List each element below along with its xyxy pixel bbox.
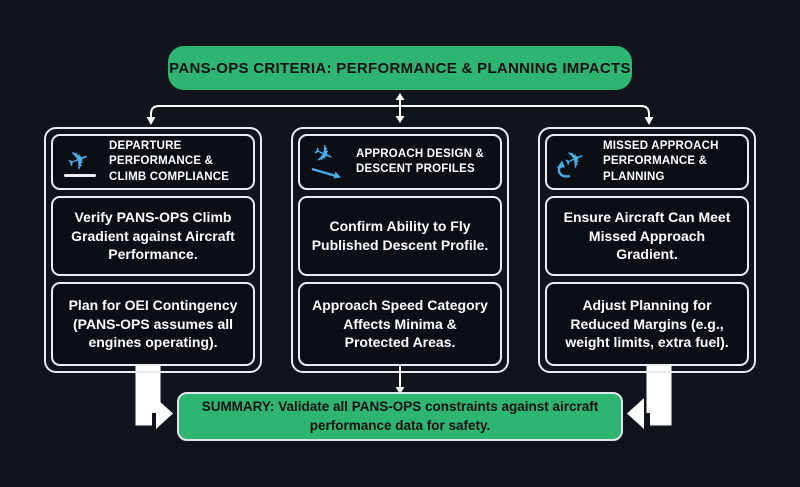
- column-title: APPROACH DESIGN & DESCENT PROFILES: [356, 147, 484, 175]
- info-box: Verify PANS-OPS Climb Gradient against A…: [51, 196, 255, 276]
- column-title: MISSED APPROACH PERFORMANCE & PLANNING: [603, 140, 719, 183]
- down-arrowhead-left-icon: [146, 117, 156, 125]
- departure-plane-icon: ✈: [60, 142, 102, 182]
- down-arrowhead-right-icon: [644, 117, 654, 125]
- column-departure: ✈ DEPARTURE PERFORMANCE & CLIMB COMPLIAN…: [44, 127, 262, 373]
- up-arrowhead-icon: [395, 93, 405, 100]
- left-block-arrowhead-icon: [156, 398, 173, 429]
- descent-plane-icon: ✈: [307, 142, 349, 182]
- column-missed-approach: ✈ MISSED APPROACH PERFORMANCE & PLANNING…: [538, 127, 756, 373]
- column-approach-header: ✈ APPROACH DESIGN & DESCENT PROFILES: [298, 134, 502, 190]
- summary-text: Validate all PANS-OPS constraints agains…: [274, 399, 599, 433]
- right-block-arrowhead-icon: [627, 398, 644, 429]
- column-title: DEPARTURE PERFORMANCE & CLIMB COMPLIANCE: [109, 140, 230, 183]
- svg-text:✈: ✈: [63, 143, 94, 179]
- svg-text:✈: ✈: [560, 143, 590, 177]
- page-title: PANS-OPS CRITERIA: PERFORMANCE & PLANNIN…: [169, 59, 631, 77]
- title-banner: PANS-OPS CRITERIA: PERFORMANCE & PLANNIN…: [168, 46, 632, 90]
- summary-label: SUMMARY:: [201, 399, 275, 415]
- summary-text-wrap: SUMMARY: Validate all PANS-OPS constrain…: [193, 398, 607, 434]
- column-missed-approach-header: ✈ MISSED APPROACH PERFORMANCE & PLANNING: [545, 134, 749, 190]
- summary-box: SUMMARY: Validate all PANS-OPS constrain…: [177, 392, 623, 441]
- info-box: Adjust Planning for Reduced Margins (e.g…: [545, 282, 749, 366]
- column-approach: ✈ APPROACH DESIGN & DESCENT PROFILES Con…: [291, 127, 509, 373]
- column-departure-header: ✈ DEPARTURE PERFORMANCE & CLIMB COMPLIAN…: [51, 134, 255, 190]
- info-box: Ensure Aircraft Can Meet Missed Approach…: [545, 196, 749, 276]
- info-box: Approach Speed Category Affects Minima &…: [298, 282, 502, 366]
- down-arrowhead-center-icon: [395, 116, 405, 123]
- info-box: Plan for OEI Contingency (PANS-OPS assum…: [51, 282, 255, 366]
- branch-line: [150, 105, 650, 119]
- missed-approach-plane-icon: ✈: [554, 142, 596, 182]
- info-box: Confirm Ability to Fly Published Descent…: [298, 196, 502, 276]
- svg-text:✈: ✈: [309, 142, 339, 171]
